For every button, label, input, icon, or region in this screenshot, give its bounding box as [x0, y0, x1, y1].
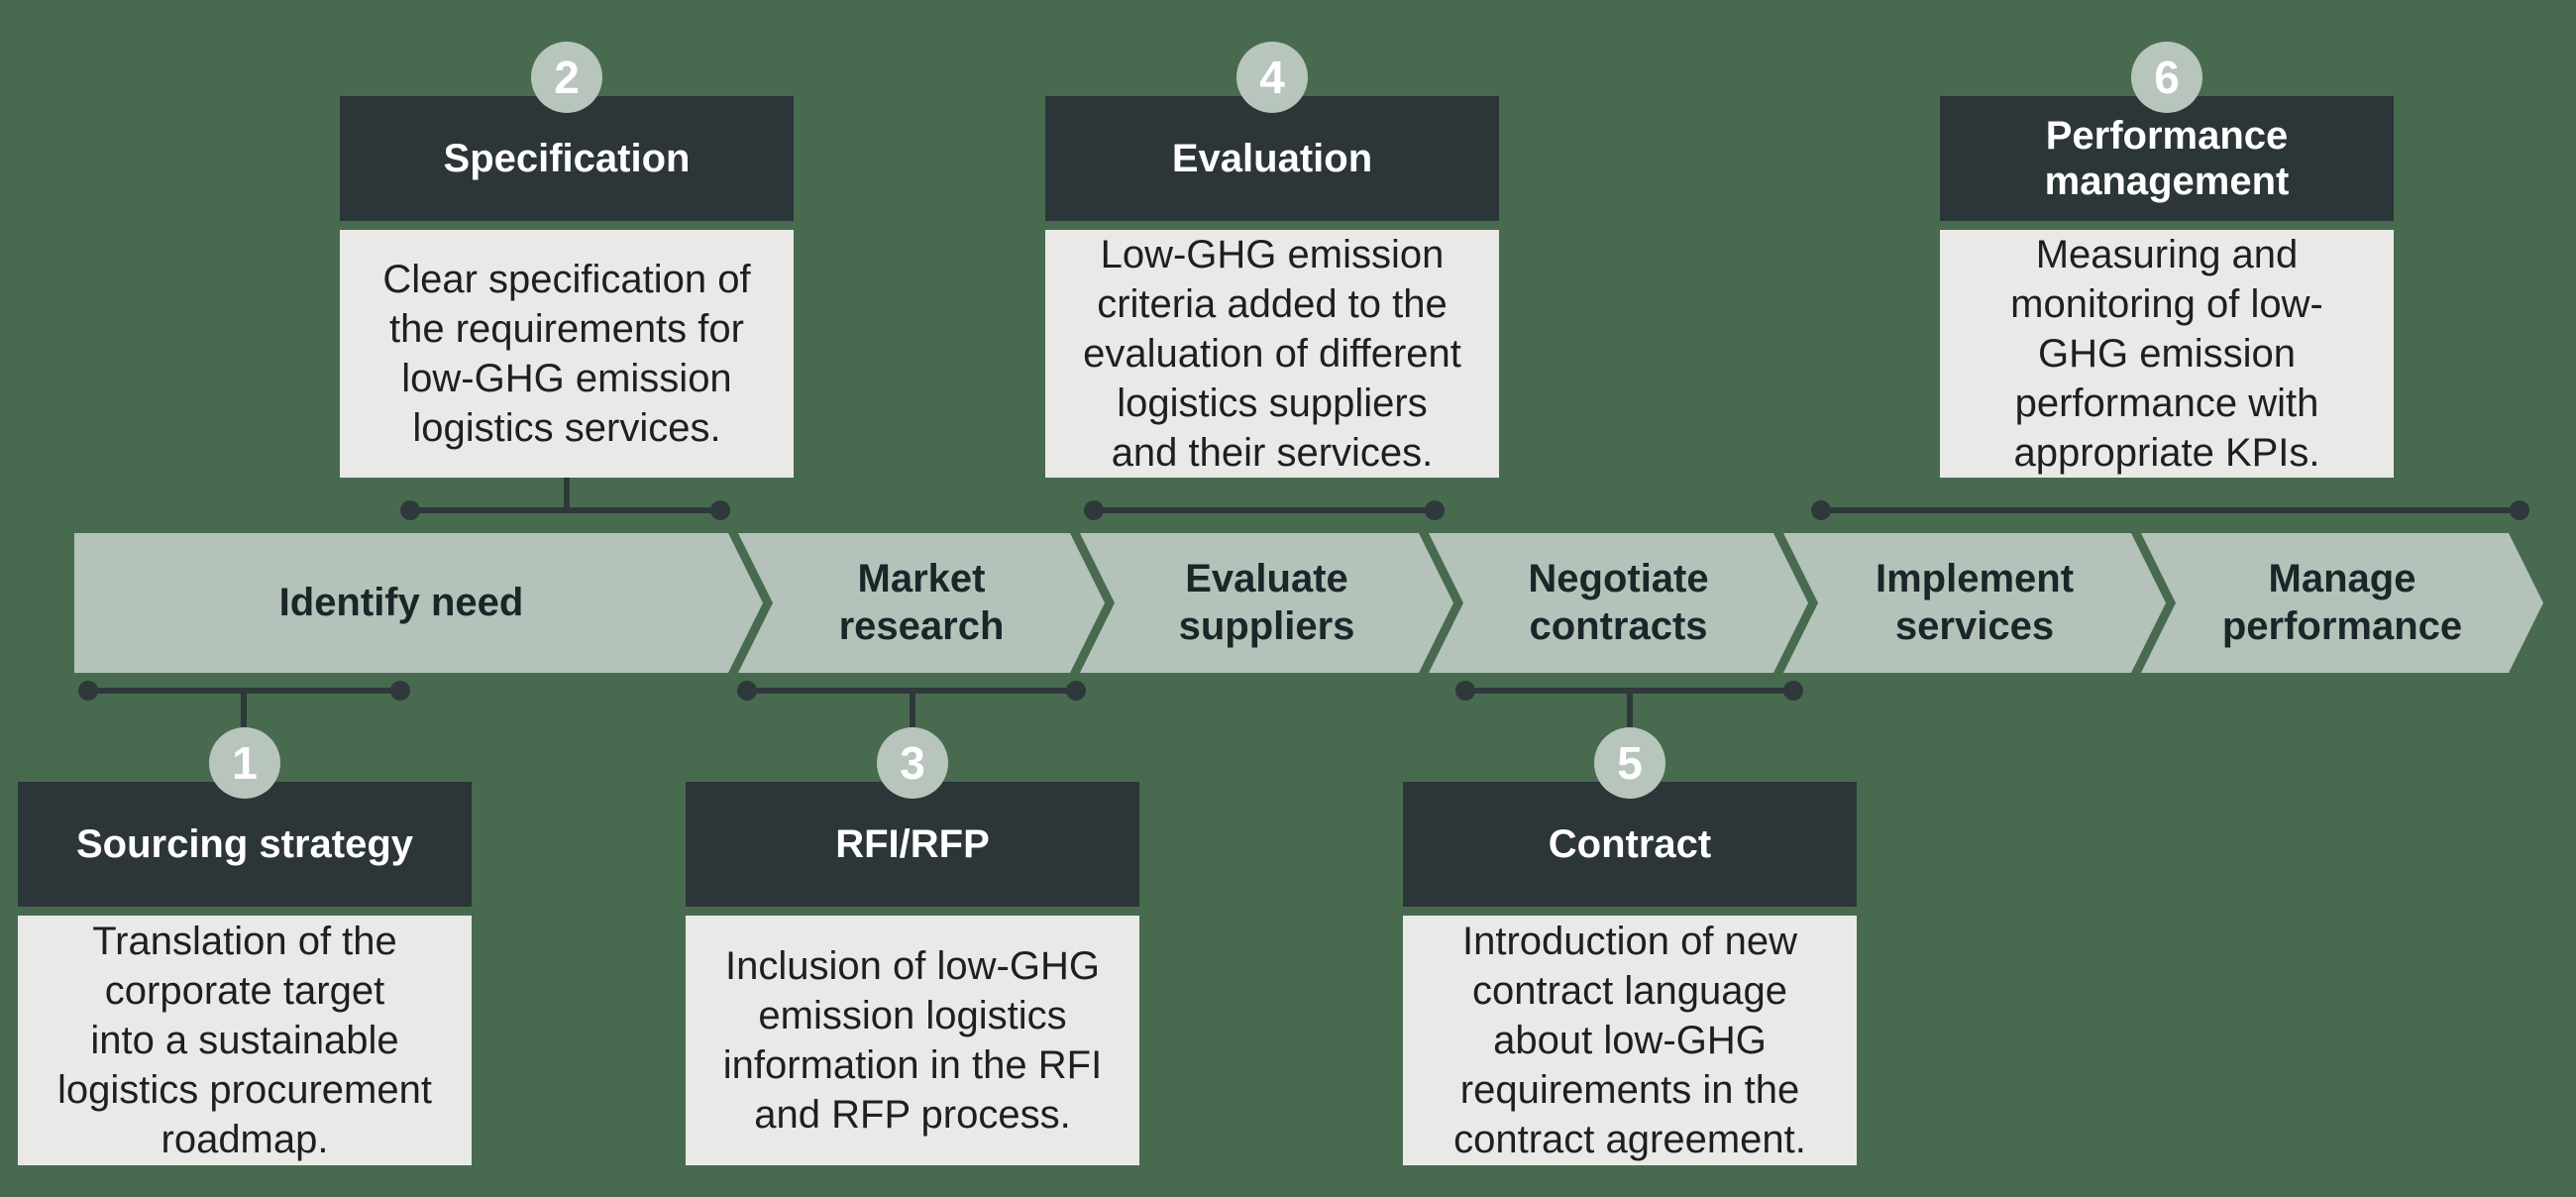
step-number-badge: 1: [209, 727, 280, 799]
stage-label: Market research: [838, 557, 1005, 648]
step-number-badge: 2: [531, 42, 602, 113]
step-number-badge: 4: [1236, 42, 1308, 113]
stage-market-research: Market research: [738, 533, 1105, 673]
step-number-badge: 6: [2131, 42, 2202, 113]
stage-negotiate-contracts: Negotiate contracts: [1429, 533, 1808, 673]
step-description: Inclusion of low-GHG emission logistics …: [686, 916, 1139, 1165]
stage-evaluate-suppliers: Evaluate suppliers: [1080, 533, 1453, 673]
stage-implement-services: Implement services: [1783, 533, 2166, 673]
step-description: Low-GHG emission criteria added to the e…: [1045, 230, 1499, 478]
step-number-badge: 5: [1594, 727, 1665, 799]
stage-label: Implement services: [1875, 557, 2075, 648]
connector-step-5-stub: [1627, 691, 1633, 727]
step-description: Introduction of new contract language ab…: [1403, 916, 1857, 1165]
connector-step-2: [408, 507, 722, 513]
stage-label: Identify need: [278, 580, 524, 624]
connector-step-6: [1819, 507, 2522, 513]
step-title: RFI/RFP: [686, 782, 1139, 907]
step-title: Sourcing strategy: [18, 782, 472, 907]
connector-step-1-stub: [241, 691, 247, 727]
connector-step-2-stub: [564, 477, 570, 510]
step-title: Evaluation: [1045, 96, 1499, 221]
step-title: Contract: [1403, 782, 1857, 907]
stage-manage-performance: Manage performance: [2141, 533, 2543, 673]
step-description: Measuring and monitoring of low- GHG emi…: [1940, 230, 2394, 478]
step-title: Specification: [340, 96, 794, 221]
step-number-badge: 3: [877, 727, 948, 799]
connector-step-4: [1092, 507, 1437, 513]
step-description: Clear specification of the requirements …: [340, 230, 794, 478]
stage-identify-need: Identify need: [74, 533, 763, 673]
connector-step-3-stub: [910, 691, 915, 727]
stage-label: Negotiate contracts: [1528, 557, 1709, 648]
step-title: Performance management: [1940, 96, 2394, 221]
stage-label: Evaluate suppliers: [1178, 557, 1355, 648]
stage-label: Manage performance: [2221, 557, 2463, 648]
step-description: Translation of the corporate target into…: [18, 916, 472, 1165]
